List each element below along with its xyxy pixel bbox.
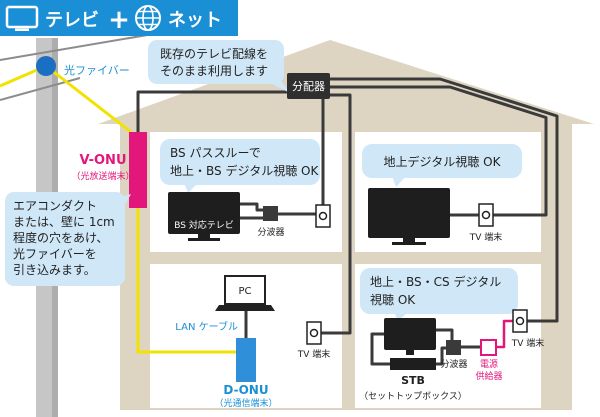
tv-terminal-label: TV 端末 [469,231,503,243]
callout-existing-line-1: 既存のテレビ配線を [160,46,268,61]
fiber-to-d-onu-line [136,208,236,354]
callout-air-duct-bg [5,192,125,286]
callout-air-duct: エアコンダクト または、壁に 1cm 程度の穴をあけ、 光ファイバーを 引き込み… [5,192,131,286]
fiber-connector-icon [36,56,56,76]
power-line-to-terminal [496,319,513,349]
tv-screen [384,318,436,350]
v-onu-desc: （光放送端末） [71,170,134,182]
banner: テレビ + ネット [0,0,238,36]
laptop-icon [215,275,275,311]
callout-bs-cs-bg [360,268,518,314]
splitter-label: 分波器 [257,226,284,238]
splitter-label: 分波器 [440,358,467,370]
tv-terminal [512,309,528,333]
cable-v-onu-to-distributor [136,90,287,132]
d-onu-desc: （光通信端末） [214,397,277,409]
callout-terrestrial-bg [362,144,522,178]
overhead-wire [0,31,166,61]
cable-tv-to-splitter [240,202,263,212]
stb-box [390,358,436,370]
banner-net-label: ネット [168,10,222,31]
banner-background [0,0,238,36]
callout-bs-cs-line-1: 地上・BS・CS デジタル [370,274,501,289]
lan-cable-label: LAN ケーブル [175,320,238,333]
callout-air-duct-pointer [118,194,131,212]
house-roof [98,40,594,124]
callout-bs-cs-line-2: 視聴 OK [370,292,416,307]
fiber-drop-line [45,64,132,134]
tv-screen [368,188,450,238]
tv-icon-screen [5,5,39,29]
v-onu: V-ONU （光放送端末） [71,132,147,208]
tv-terminal [306,321,322,345]
callout-existing-bg [148,40,284,84]
banner-tv-label: テレビ [45,10,99,31]
power-supply-label-2: 供給器 [475,370,502,382]
callout-existing-line-2: そのまま利用します [160,64,268,78]
callout-air-duct-line-3: 程度の穴をあけ、 [13,230,108,245]
cable-to-bottom-left-terminal [321,93,352,335]
cable-loop-tv-to-stb [370,332,390,366]
tv-stand [403,238,415,243]
distributor-box [287,73,330,99]
bs-tv-stand [198,234,210,239]
bs-tv-screen [168,192,240,234]
cable-stb-to-splitter [436,346,446,366]
tv-terminal [315,204,331,228]
callout-bs-passthrough-bg [160,139,320,185]
distributor: 分配器 [287,73,330,99]
bottom-left-room-contents: PC LAN ケーブル D-ONU （光通信端末） TV 端末 [175,275,331,409]
callout-existing-pointer [268,82,290,93]
stb-name: STB [401,374,425,387]
tv-terminal-socket [318,211,328,221]
callout-air-duct-line-5: 引き込みます。 [13,263,96,277]
d-onu-name: D-ONU [223,383,268,397]
cable-to-top-right-terminal [330,85,548,217]
top-right-room-contents: 地上デジタル視聴 OK TV 端末 [362,144,522,245]
splitter-box [263,206,278,221]
cable-tv-to-splitter [436,328,454,340]
v-onu-box [129,132,147,208]
distributor-label: 分配器 [292,80,325,93]
globe-icon [135,5,161,31]
tv-terminal-label: TV 端末 [297,348,331,360]
globe-icon-parallels [136,10,160,26]
top-left-room-contents: BS パススルーで 地上・BS デジタル視聴 OK BS 対応テレビ 分波器 [160,139,331,241]
callout-air-duct-line-1: エアコンダクト [13,198,97,213]
callout-air-duct-line-2: または、壁に 1cm [13,214,115,229]
tv-icon [5,5,39,31]
callout-existing-wiring: 既存のテレビ配線を そのまま利用します [148,40,290,93]
tv-stand [406,350,414,355]
d-onu-box [236,338,256,382]
power-supply-label-1: 電源 [480,359,498,370]
callout-terrestrial-line-1: 地上デジタル視聴 OK [384,154,502,169]
laptop-screen [224,275,266,305]
tv-terminal-socket [481,210,491,220]
stb-desc: （セットトップボックス） [359,391,467,402]
callout-air-duct-line-4: 光ファイバーを [13,247,97,261]
tv-terminal-socket [515,316,525,326]
tv-terminal [478,203,494,227]
callout-terrestrial-pointer [392,176,406,187]
banner-plus-sign: + [108,5,130,35]
cable-to-bottom-right-terminal [330,77,559,323]
bs-tv-base [188,238,220,241]
callout-bs-passthrough-line-2: 地上・BS デジタル視聴 OK [170,163,319,178]
tv-terminal-label: TV 端末 [511,337,545,349]
v-onu-name: V-ONU [80,153,127,168]
tv-base [392,242,426,245]
fiber-label: 光ファイバー [64,63,130,77]
callout-bs-passthrough-line-1: BS パススルーで [170,146,261,160]
tv-icon-stand [15,28,29,31]
bs-tv-label: BS 対応テレビ [174,219,234,231]
bottom-right-room-contents: 地上・BS・CS デジタル 視聴 OK STB （セットトップボックス） 分波器… [359,268,544,402]
power-supply-box [480,339,497,356]
callout-bs-passthrough-pointer [184,183,198,193]
laptop-base [215,305,275,311]
pc-label: PC [238,286,251,297]
splitter-box [446,340,461,355]
tv-terminal-socket [309,328,319,338]
tv-cables [136,77,559,335]
